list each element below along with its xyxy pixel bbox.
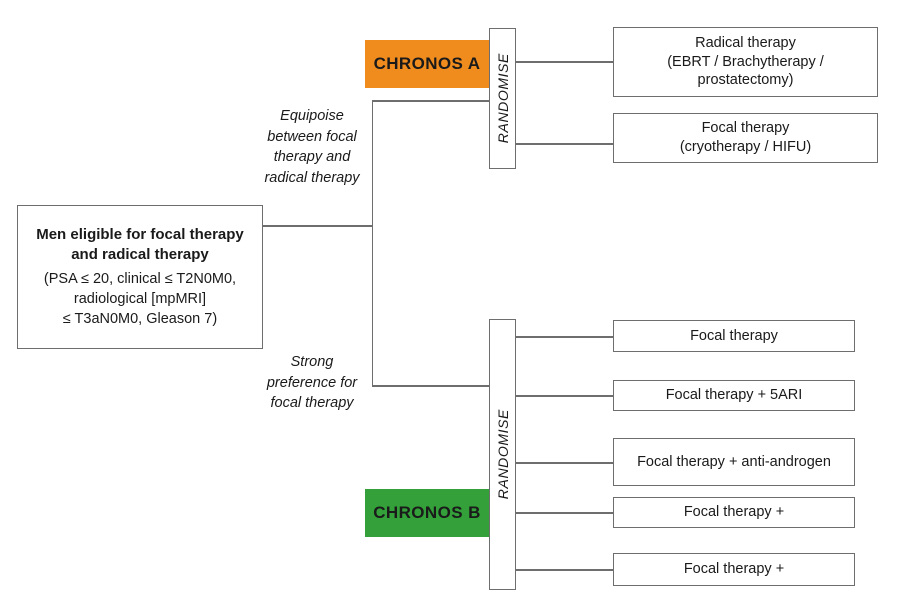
branch-b-desc-line-1: Strong	[290, 354, 334, 370]
eligibility-title-line-1: Men eligible for focal therapy	[36, 225, 244, 243]
outcome-box-b-2: Focal therapy + 5ARI	[613, 380, 855, 411]
eligibility-detail: (PSA ≤ 20, clinical ≤ T2N0M0, radiologic…	[44, 269, 236, 329]
eligibility-criteria-box: Men eligible for focal therapy and radic…	[17, 205, 263, 349]
connector-b-outcome-5	[516, 569, 613, 571]
outcome-box-b-3: Focal therapy + anti-androgen	[613, 438, 855, 486]
outcome-box-b-5: Focal therapy +	[613, 553, 855, 586]
eligibility-detail-line-3: ≤ T3aN0M0, Gleason 7)	[62, 311, 218, 328]
branch-b-desc-line-2: preference for	[266, 374, 358, 391]
outcome-b-2-line-1: Focal therapy + 5ARI	[665, 387, 803, 404]
connector-trunk-stem	[263, 225, 373, 227]
outcome-a-1-line-1: Radical therapy	[695, 34, 796, 51]
eligibility-detail-line-1: (PSA ≤ 20, clinical ≤ T2N0M0,	[43, 271, 237, 288]
eligibility-detail-line-2: radiological [mpMRI]	[73, 291, 207, 308]
outcome-a-1-line-3: prostatectomy)	[697, 72, 794, 89]
connector-trunk-riser	[371, 100, 373, 386]
outcome-box-b-4: Focal therapy +	[613, 497, 855, 528]
eligibility-title: Men eligible for focal therapy and radic…	[36, 225, 244, 265]
branch-a-desc-line-3: therapy and	[273, 149, 351, 166]
outcome-box-a-1: Radical therapy (EBRT / Brachytherapy / …	[613, 27, 878, 97]
outcome-b-4-line-1: Focal therapy +	[683, 504, 785, 521]
outcome-b-1-line-1: Focal therapy	[690, 327, 778, 344]
connector-b-outcome-1	[516, 336, 613, 338]
branch-a-desc-line-2: between focal	[267, 128, 357, 145]
chronos-a-arm-box[interactable]: CHRONOS A	[365, 40, 489, 88]
eligibility-title-line-2: and radical therapy	[71, 245, 209, 263]
branch-a-description: Equipoise between focal therapy and radi…	[256, 106, 368, 188]
outcome-box-b-1: Focal therapy	[613, 320, 855, 352]
randomise-b-label: RANDOMISE	[494, 409, 511, 500]
connector-b-outcome-3	[516, 462, 613, 464]
branch-a-desc-line-4: radical therapy	[264, 169, 360, 186]
connector-b-outcome-2	[516, 395, 613, 397]
connector-b-outcome-4	[516, 512, 613, 514]
connector-a-outcome-2	[516, 143, 613, 145]
branch-b-description: Strong preference for focal therapy	[256, 352, 368, 414]
chronos-a-label: CHRONOS A	[373, 54, 481, 73]
outcome-box-a-2: Focal therapy (cryotherapy / HIFU)	[613, 113, 878, 163]
branch-a-desc-line-1: Equipoise	[280, 108, 344, 124]
randomise-bar-b: RANDOMISE	[489, 319, 516, 590]
connector-branch-b	[371, 385, 490, 387]
randomise-a-label: RANDOMISE	[494, 53, 511, 144]
outcome-a-1-line-2: (EBRT / Brachytherapy /	[667, 53, 824, 70]
connector-branch-a	[371, 100, 490, 102]
randomise-bar-a: RANDOMISE	[489, 28, 516, 169]
chronos-b-arm-box[interactable]: CHRONOS B	[365, 489, 489, 537]
outcome-a-2-line-2: (cryotherapy / HIFU)	[679, 139, 812, 155]
outcome-a-2-line-1: Focal therapy	[701, 120, 790, 137]
connector-a-outcome-1	[516, 61, 613, 63]
chronos-b-label: CHRONOS B	[373, 503, 481, 522]
outcome-b-3-line-1: Focal therapy + anti-androgen	[637, 453, 831, 470]
branch-b-desc-line-3: focal therapy	[270, 395, 354, 412]
outcome-b-5-line-1: Focal therapy +	[683, 561, 785, 578]
